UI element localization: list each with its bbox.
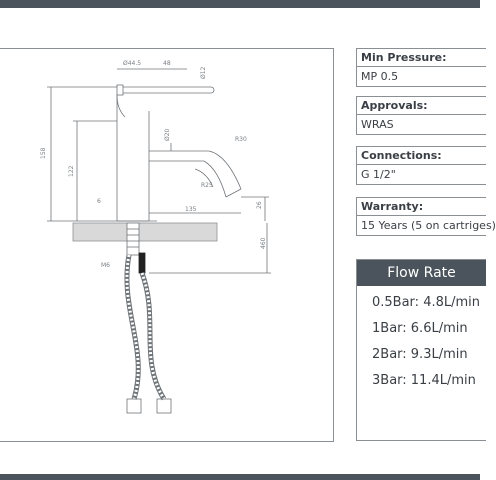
technical-drawing: Ø44.5 48 Ø12 158 122 Ø20 R30 R25 135 26 … xyxy=(0,48,334,442)
flow-rate-row: 0.5Bar: 4.8L/min xyxy=(372,295,480,310)
approvals-label: Approvals: xyxy=(357,97,486,115)
connections-value: G 1/2" xyxy=(361,168,396,181)
dim-r25: R25 xyxy=(201,182,213,189)
dim-48: 48 xyxy=(163,60,171,67)
connections-label: Connections: xyxy=(357,147,486,165)
dim-158: 158 xyxy=(40,147,47,159)
min-pressure-value: MP 0.5 xyxy=(361,70,399,83)
flow-rate-row: 2Bar: 9.3L/min xyxy=(372,347,468,362)
min-pressure-box: Min Pressure: MP 0.5 xyxy=(356,48,486,87)
warranty-value: 15 Years (5 on cartriges) xyxy=(361,219,496,232)
dim-spout-diameter: Ø20 xyxy=(164,128,171,141)
tap-drawing: Ø44.5 48 Ø12 158 122 Ø20 R30 R25 135 26 … xyxy=(40,60,271,414)
warranty-label: Warranty: xyxy=(357,198,486,216)
dim-122: 122 xyxy=(68,165,75,177)
approvals-value: WRAS xyxy=(361,118,394,131)
dim-lever-diameter: Ø12 xyxy=(200,66,207,79)
flow-rate-row: 1Bar: 6.6L/min xyxy=(372,321,468,336)
bottom-bar xyxy=(0,474,480,480)
dim-r30: R30 xyxy=(235,136,247,143)
flow-rate-panel: Flow Rate 0.5Bar: 4.8L/min 1Bar: 6.6L/mi… xyxy=(356,259,486,441)
flow-rate-row: 3Bar: 11.4L/min xyxy=(372,373,476,388)
warranty-box: Warranty: 15 Years (5 on cartriges) xyxy=(356,197,496,236)
min-pressure-label: Min Pressure: xyxy=(357,49,486,67)
dim-460: 460 xyxy=(260,237,267,249)
dim-6: 6 xyxy=(97,198,101,205)
approvals-box: Approvals: WRAS xyxy=(356,96,486,135)
dim-body-diameter: Ø44.5 xyxy=(123,60,141,67)
dim-m6: M6 xyxy=(101,262,110,269)
connections-box: Connections: G 1/2" xyxy=(356,146,486,185)
flow-rate-title: Flow Rate xyxy=(357,260,486,286)
dim-26: 26 xyxy=(256,201,263,209)
dim-135: 135 xyxy=(185,206,197,213)
top-bar xyxy=(0,0,480,8)
